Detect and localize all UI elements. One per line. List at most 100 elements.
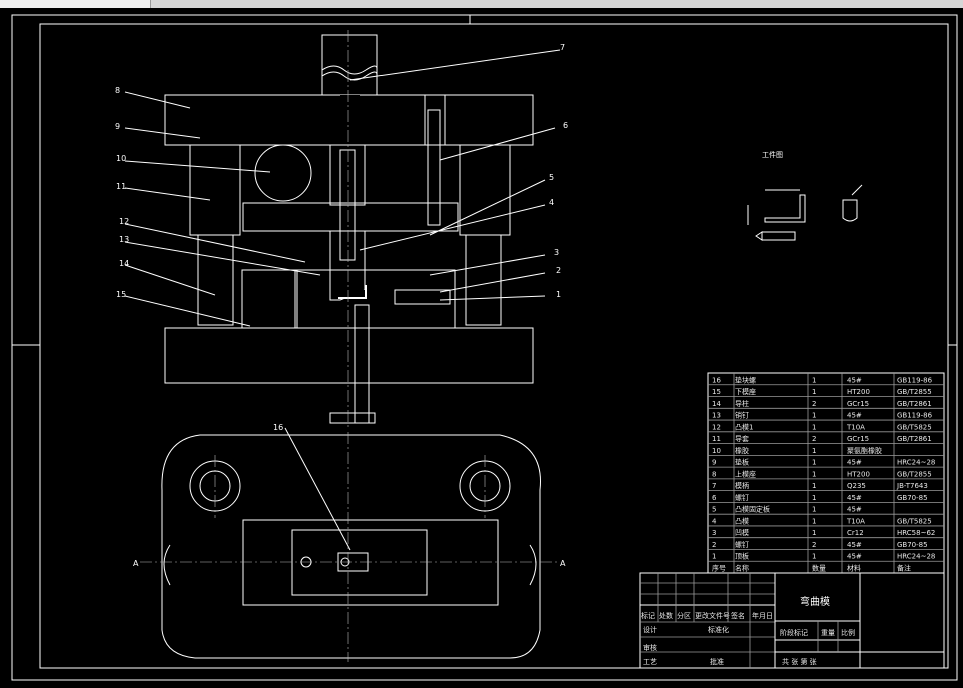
rev-header-mark: 标记 [641, 611, 655, 620]
callout-10: 10 [116, 154, 126, 163]
parts-cell-qty: 1 [812, 376, 816, 384]
scale-label: 比例 [841, 628, 855, 637]
parts-cell-name: 导套 [735, 434, 749, 443]
parts-cell-standard: GB/T2855 [897, 470, 932, 478]
punch-fixing-plate [242, 202, 459, 232]
rubber-block [254, 144, 312, 202]
parts-cell-material: 聚氨酯橡胶 [847, 446, 882, 455]
parts-cell-qty: 1 [812, 506, 816, 514]
parts-cell-qty: 数量 [812, 564, 826, 573]
lower-die-outline [161, 434, 541, 659]
parts-cell-qty: 1 [812, 423, 816, 431]
parts-cell-qty: 2 [812, 400, 816, 408]
parts-cell-qty: 1 [812, 459, 816, 467]
lower-die-set [164, 327, 534, 384]
parts-cell-standard: GB70-85 [897, 494, 928, 502]
stage-mark-label: 阶段标记 [780, 628, 808, 637]
callout-5: 5 [549, 173, 554, 182]
parts-cell-no: 8 [712, 470, 716, 478]
parts-cell-standard: GB/T2861 [897, 435, 932, 443]
guide-sleeve-right [459, 144, 511, 236]
parts-cell-material: 45# [847, 459, 862, 467]
parts-cell-material: T10A [846, 423, 865, 431]
parts-cell-material: Cr12 [847, 529, 864, 537]
rev-header-signature: 签名 [731, 611, 745, 620]
parts-cell-no: 12 [712, 423, 721, 431]
parts-cell-material: 45# [847, 412, 862, 420]
parts-cell-qty: 1 [812, 553, 816, 561]
parts-cell-material: 45# [847, 506, 862, 514]
parts-cell-material: GCr15 [847, 400, 869, 408]
parts-cell-no: 序号 [712, 564, 726, 573]
parts-cell-qty: 1 [812, 447, 816, 455]
standardize-label: 标准化 [708, 625, 729, 634]
parts-cell-no: 6 [712, 494, 717, 502]
workpiece-drawing: 工件图 [747, 150, 863, 241]
parts-cell-standard: GB/T5825 [897, 423, 932, 431]
guide-sleeve-left [189, 144, 241, 236]
review-label: 审核 [643, 643, 657, 652]
parts-cell-qty: 1 [812, 517, 816, 525]
parts-cell-qty: 1 [812, 529, 816, 537]
parts-cell-standard: HRC58~62 [897, 529, 935, 537]
sheet-inner-border [39, 23, 949, 669]
callout-labels: 7 8 9 10 11 12 13 14 15 6 5 4 3 2 1 16 [115, 43, 568, 432]
parts-cell-standard: GB/T2855 [897, 388, 932, 396]
callout-6: 6 [563, 121, 568, 130]
parts-cell-standard: HRC24~28 [897, 459, 935, 467]
approve-label: 批准 [710, 657, 724, 666]
parts-cell-standard: GB/T2861 [897, 400, 932, 408]
parts-cell-name: 导柱 [735, 399, 749, 408]
callout-13: 13 [119, 235, 129, 244]
parts-cell-name: 凹模 [735, 528, 749, 537]
parts-cell-material: 45# [847, 376, 862, 384]
parts-cell-name: 螺钉 [735, 493, 749, 502]
parts-cell-name: 上模座 [735, 469, 756, 478]
parts-cell-name: 顶板 [735, 552, 749, 561]
parts-cell-standard: JB-T7643 [896, 482, 928, 490]
parts-cell-name: 名称 [735, 564, 749, 573]
parts-cell-no: 10 [712, 447, 721, 455]
parts-cell-no: 16 [712, 376, 721, 384]
callout-14: 14 [119, 259, 129, 268]
parts-cell-material: 45# [847, 541, 862, 549]
callout-2: 2 [556, 266, 561, 275]
parts-cell-name: 橡胶 [735, 446, 749, 455]
callout-7: 7 [560, 43, 565, 52]
sheet-outer-border [11, 14, 958, 681]
parts-cell-material: 材料 [847, 564, 861, 573]
parts-cell-material: 45# [847, 494, 862, 502]
parts-cell-standard: GB119-86 [897, 412, 933, 420]
callout-3: 3 [554, 248, 559, 257]
section-mark-right: A [560, 559, 566, 568]
guide-post-left [197, 234, 234, 326]
parts-cell-name: 螺钉 [735, 540, 749, 549]
section-mark-left: A [133, 559, 139, 568]
punch [329, 230, 366, 301]
parts-cell-qty: 1 [812, 470, 816, 478]
parts-cell-qty: 2 [812, 541, 816, 549]
rev-header-zone: 分区 [677, 611, 691, 620]
parts-cell-name: 模柄 [735, 481, 749, 490]
parts-cell-no: 2 [712, 541, 716, 549]
die-block [294, 269, 456, 329]
drawing-name: 弯曲模 [800, 595, 830, 608]
callout-12: 12 [119, 217, 129, 226]
parts-cell-name: 凸模 [735, 516, 749, 525]
callout-8: 8 [115, 86, 120, 95]
parts-cell-material: HT200 [847, 388, 870, 396]
application-toolbar [0, 0, 963, 8]
parts-cell-qty: 2 [812, 435, 816, 443]
callout-9: 9 [115, 122, 120, 131]
parts-cell-name: 下模座 [735, 387, 756, 396]
document-tab[interactable] [0, 0, 151, 8]
parts-cell-material: GCr15 [847, 435, 869, 443]
parts-cell-name: 垫块螺 [735, 375, 756, 384]
sheet-count-label: 共 张 第 张 [782, 657, 817, 666]
cad-drawing-canvas[interactable]: 7 8 9 10 11 12 13 14 15 6 5 4 3 2 1 16 A… [0, 8, 963, 688]
design-label: 设计 [643, 625, 657, 634]
parts-cell-material: HT200 [847, 470, 870, 478]
parts-cell-no: 9 [712, 459, 716, 467]
parts-cell-name: 凸模1 [735, 422, 753, 431]
